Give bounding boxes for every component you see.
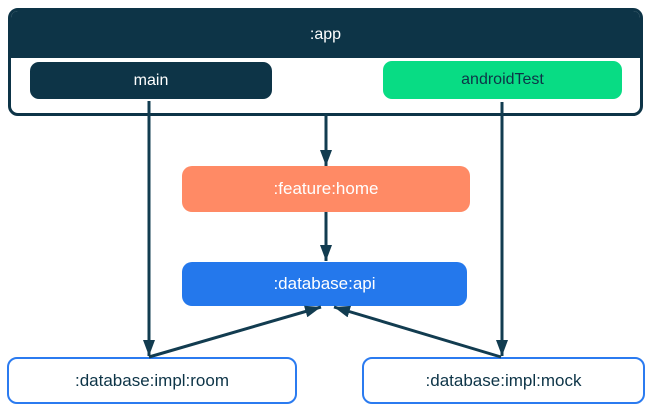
node-database-impl-room: :database:impl:room <box>7 357 297 404</box>
edge-database_impl_mock-to-database_api <box>333 305 502 359</box>
node-database-impl-mock: :database:impl:mock <box>362 357 645 404</box>
node-app: :app main androidTest <box>8 8 643 116</box>
node-feature-home: :feature:home <box>182 166 470 212</box>
edge-database_impl_room-to-database_api <box>148 305 322 359</box>
node-app-label: :app <box>309 25 342 43</box>
node-android-test: androidTest <box>383 61 622 99</box>
node-database-api: :database:api <box>182 262 467 306</box>
node-main: main <box>30 62 272 99</box>
node-app-body: main androidTest <box>11 58 640 113</box>
node-app-header: :app <box>11 11 640 58</box>
